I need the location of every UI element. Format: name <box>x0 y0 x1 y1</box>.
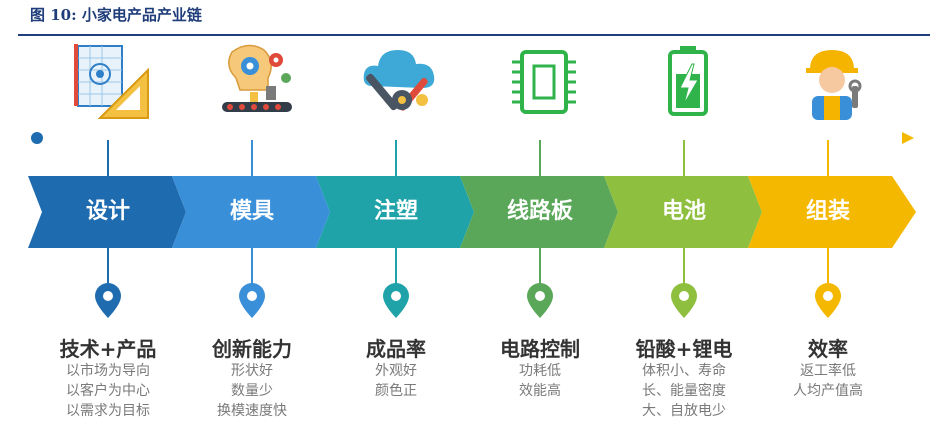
pin-dot <box>535 291 545 301</box>
timeline-arrow <box>31 132 914 144</box>
process-band <box>28 176 916 248</box>
stage-segment <box>28 176 186 248</box>
stage-description: 功耗低效能高 <box>460 361 620 401</box>
stage-segment <box>460 176 618 248</box>
stage-title: 效率 <box>808 337 848 361</box>
worker-icon <box>790 40 874 124</box>
stage-description: 返工率低人均产值高 <box>748 361 908 401</box>
battery-icon <box>646 40 730 124</box>
description-line: 形状好 <box>231 363 273 379</box>
description-line: 以客户为中心 <box>66 383 150 399</box>
description-line: 大、自放电少 <box>642 403 726 419</box>
cloud-tools-icon <box>358 40 442 124</box>
pin-dot <box>103 291 113 301</box>
stage-label: 电池 <box>661 199 706 224</box>
stage-label: 线路板 <box>506 199 573 224</box>
description-line: 数量少 <box>231 383 273 399</box>
stage-description: 以市场为导向以客户为中心以需求为目标 <box>28 361 188 421</box>
description-line: 以市场为导向 <box>66 363 150 379</box>
blueprint-icon <box>70 40 154 124</box>
description-line: 体积小、寿命 <box>642 363 726 379</box>
stage-description: 外观好颜色正 <box>316 361 476 401</box>
stage-title: 创新能力 <box>212 337 292 361</box>
stage-title: 铅酸+锂电 <box>635 337 733 361</box>
figure-title: 图 10: 小家电产品产业链 <box>30 6 202 24</box>
description-line: 换模速度快 <box>217 403 287 419</box>
stage-segment <box>604 176 762 248</box>
title-divider <box>18 34 930 36</box>
stage-title: 成品率 <box>366 337 426 361</box>
description-line: 外观好 <box>375 363 417 379</box>
stage-segment <box>748 176 916 248</box>
description-line: 功耗低 <box>519 363 561 379</box>
description-line: 效能高 <box>519 383 561 399</box>
circuit-chip-icon <box>502 40 586 124</box>
description-line: 颜色正 <box>375 383 417 399</box>
description-line: 返工率低 <box>800 363 856 379</box>
stage-connectors <box>95 140 841 318</box>
stage-title: 技术+产品 <box>59 337 157 361</box>
pin-dot <box>247 291 257 301</box>
stage-segment <box>172 176 330 248</box>
description-line: 以需求为目标 <box>66 403 150 419</box>
stage-segment <box>316 176 474 248</box>
stage-description: 形状好数量少换模速度快 <box>172 361 332 421</box>
stage-title: 电路控制 <box>500 337 580 361</box>
stage-label: 注塑 <box>373 199 418 224</box>
stage-label: 模具 <box>229 199 274 224</box>
stage-label: 设计 <box>85 199 130 224</box>
pin-dot <box>391 291 401 301</box>
description-line: 长、能量密度 <box>642 383 726 399</box>
factory-gears-icon <box>214 40 298 124</box>
stage-description: 体积小、寿命长、能量密度大、自放电少 <box>604 361 764 421</box>
pin-dot <box>823 291 833 301</box>
stage-label: 组装 <box>805 199 850 224</box>
description-line: 人均产值高 <box>793 383 863 399</box>
pin-dot <box>679 291 689 301</box>
